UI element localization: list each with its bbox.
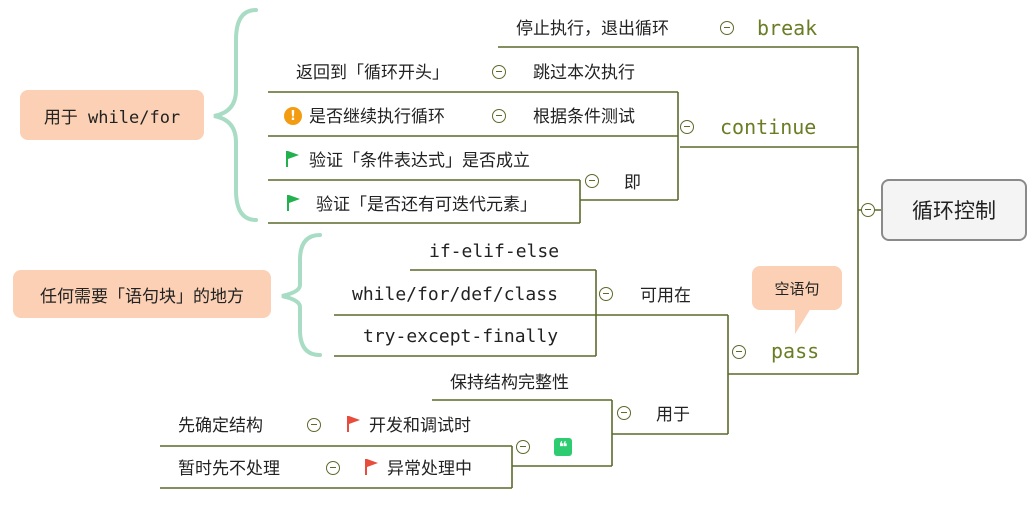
verify-expression-text: 验证「条件表达式」是否成立 [309,151,530,171]
used-in-label[interactable]: 用于 while/for [20,90,204,140]
break-desc: 停止执行，退出循环 [516,19,669,39]
verify-iterable-text: 验证「是否还有可迭代元素」 [316,195,537,215]
condition-collapse-icon[interactable] [492,109,506,123]
pass-collapse-icon[interactable] [732,345,746,359]
ie-branch [268,179,678,224]
can-use-collapse-icon[interactable] [599,287,613,301]
ie-collapse-icon[interactable] [585,174,599,188]
temp-skip-text: 暂时先不处理 [178,459,280,479]
red-flag-icon [365,459,378,475]
continue-branch [268,91,679,200]
green-flag-icon [287,195,300,211]
keep-structure-text: 保持结构完整性 [450,373,569,393]
exception-text: 异常处理中 [387,459,472,479]
can-use-branch [334,269,728,357]
loops-text: while/for/def/class [352,284,558,305]
skip-text: 跳过本次执行 [533,63,635,83]
ie-text: 即 [624,173,641,193]
continue-collapse-icon[interactable] [680,120,694,134]
skip-collapse-icon[interactable] [492,65,506,79]
whether-continue-text: 是否继续执行循环 [309,107,445,127]
used-for-collapse-icon[interactable] [617,406,631,420]
brace-pass [281,233,322,357]
ifelse-text: if-elif-else [429,241,560,262]
break-keyword[interactable]: break [757,16,818,40]
quote-icon: ❝ [554,438,572,456]
pass-callout-tail [795,308,811,334]
pass-keyword[interactable]: pass [771,339,820,363]
red-flag-icon [347,416,360,432]
used-for-branch [432,399,728,467]
exception-collapse-icon[interactable] [326,461,340,475]
used-in-text: 用于 while/for [43,107,181,128]
placeholder-branch [160,445,513,489]
return-to-start-text: 返回到「循环开头」 [296,63,449,83]
used-for-text: 用于 [656,405,690,425]
dev-debug-text: 开发和调试时 [369,416,471,436]
break-collapse-icon[interactable] [720,21,734,35]
anywhere-label[interactable]: 任何需要「语句块」的地方 [13,270,271,318]
quote-collapse-icon[interactable] [516,440,530,454]
brace-continue [213,8,258,222]
warning-icon: ! [284,107,302,125]
can-use-in-text: 可用在 [640,286,691,306]
decide-structure-text: 先确定结构 [178,416,263,436]
anywhere-text: 任何需要「语句块」的地方 [40,286,244,307]
root-node[interactable]: 循环控制 [881,179,1027,241]
condition-test-text: 根据条件测试 [533,107,635,127]
green-flag-icon [286,151,299,167]
tryexcept-text: try-except-finally [363,326,559,347]
root-collapse-icon[interactable] [861,203,875,217]
continue-keyword[interactable]: continue [720,115,817,139]
pass-callout: 空语句 [752,266,842,310]
dev-debug-collapse-icon[interactable] [307,418,321,432]
